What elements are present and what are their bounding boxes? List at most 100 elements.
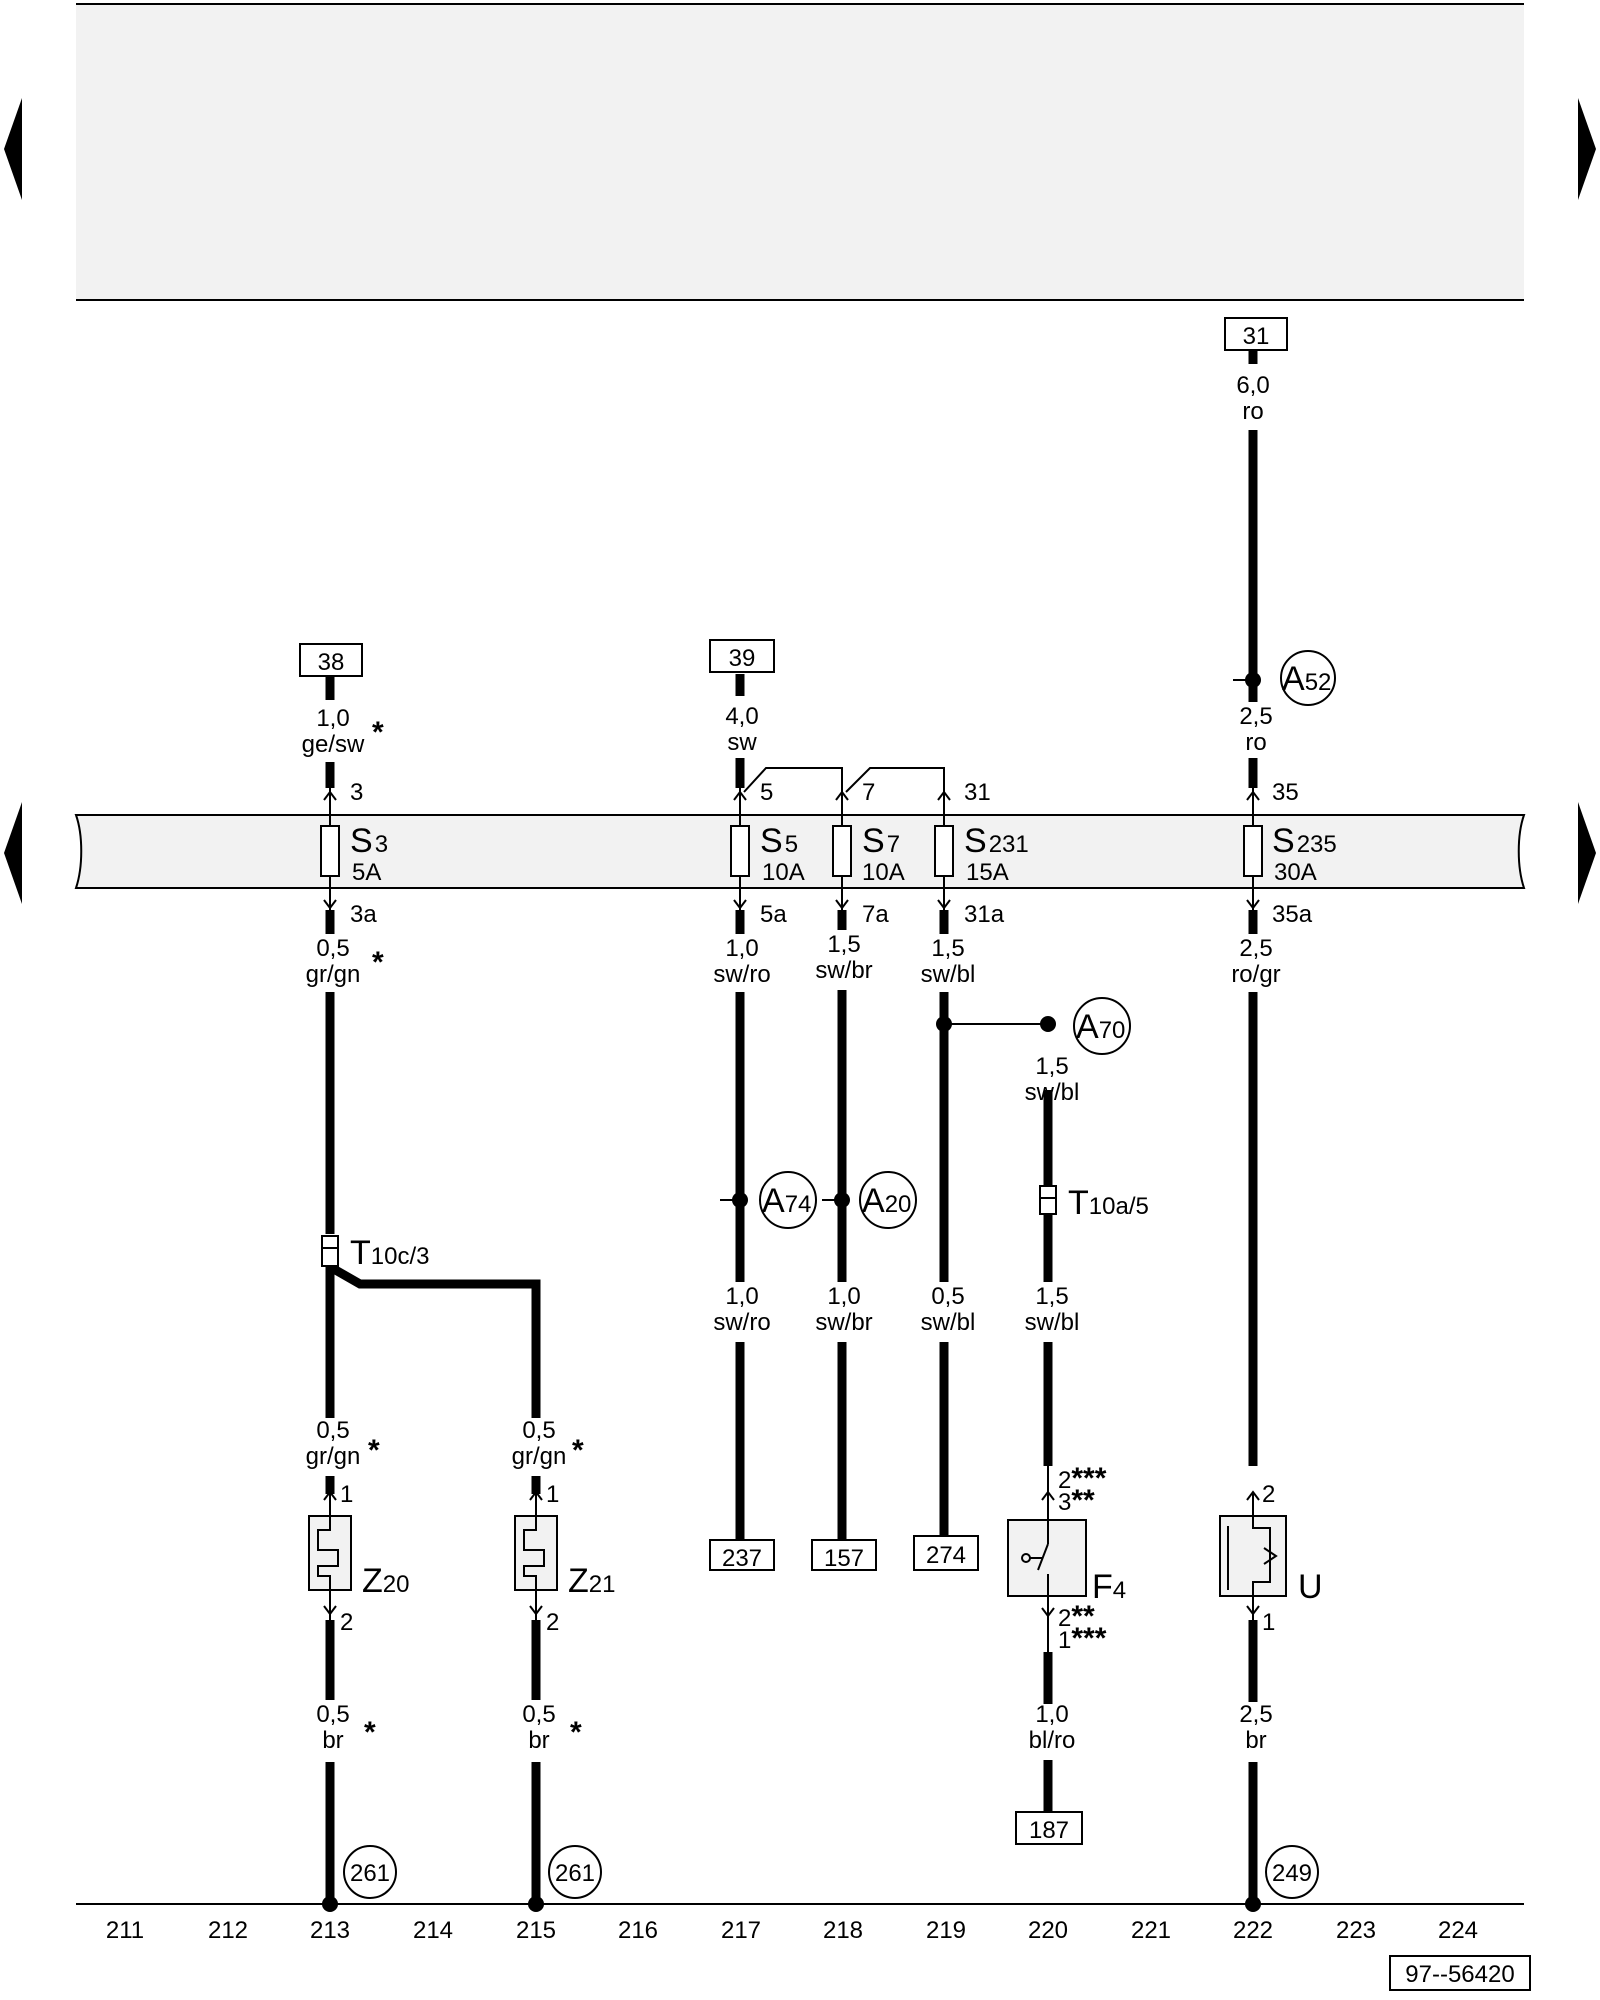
ref-box-157[interactable] <box>811 1539 877 1571</box>
ground-215-label[interactable]: 261 <box>555 1860 595 1887</box>
svg-text:2,5: 2,5 <box>1239 1701 1272 1728</box>
svg-text:sw/br: sw/br <box>815 1309 872 1336</box>
svg-text:*: * <box>570 1716 582 1749</box>
component-u-icon <box>1219 1515 1287 1597</box>
svg-text:ro/gr: ro/gr <box>1231 961 1280 988</box>
fuse-s5-body <box>730 825 750 877</box>
svg-text:1***: 1*** <box>1058 1622 1107 1655</box>
ground-215-circle[interactable] <box>548 1845 602 1899</box>
svg-text:0,5: 0,5 <box>522 1417 555 1444</box>
svg-text:*: * <box>368 1434 380 1467</box>
svg-text:2: 2 <box>546 1609 559 1636</box>
svg-text:br: br <box>1245 1727 1266 1754</box>
prev-page-top-arrow-icon[interactable] <box>4 98 22 200</box>
next-page-middle-arrow-icon[interactable] <box>1578 802 1596 904</box>
splice-a52-label: A52 <box>1282 660 1331 698</box>
ref-box-31[interactable] <box>1224 317 1288 351</box>
fuse-s5-label: S5 <box>760 822 798 860</box>
pin-arrow-marks <box>323 790 1260 1618</box>
svg-text:sw/bl: sw/bl <box>921 1309 976 1336</box>
drawing-number: 97--56420 <box>1405 1961 1514 1988</box>
ground-222-label[interactable]: 249 <box>1272 1860 1312 1887</box>
drawing-number-box <box>1389 1955 1531 1991</box>
wire-labels: 6,0ro 1,0ge/sw 4,0sw 2,5ro 0,5gr/gn 1,0s… <box>302 372 1281 1754</box>
svg-text:gr/gn: gr/gn <box>512 1443 567 1470</box>
svg-text:*: * <box>364 1716 376 1749</box>
fuse-s235-rating: 30A <box>1274 859 1317 886</box>
ground-222-circle[interactable] <box>1265 1845 1319 1899</box>
component-z20-label: Z20 <box>362 1562 409 1600</box>
svg-text:*: * <box>372 716 384 749</box>
prev-page-middle-arrow-icon[interactable] <box>4 802 22 904</box>
connector-t10a-label: T10a/5 <box>1068 1184 1149 1222</box>
svg-text:1,0: 1,0 <box>725 935 758 962</box>
ref-39[interactable]: 39 <box>729 645 756 672</box>
component-z21-label: Z21 <box>568 1562 615 1600</box>
pin-7: 7 <box>862 779 875 806</box>
ground-213-circle[interactable] <box>343 1845 397 1899</box>
switch-f4-icon <box>1007 1519 1087 1597</box>
splice-a20-circle <box>859 1171 917 1229</box>
svg-text:1: 1 <box>340 1481 353 1508</box>
ground-213-label[interactable]: 261 <box>350 1860 390 1887</box>
svg-text:3**: 3** <box>1058 1484 1095 1517</box>
ref-274[interactable]: 274 <box>926 1542 966 1569</box>
svg-text:1,5: 1,5 <box>827 931 860 958</box>
svg-text:211: 211 <box>106 1917 144 1944</box>
svg-text:2: 2 <box>340 1609 353 1636</box>
splice-a70-circle <box>1073 997 1131 1055</box>
pin-7a: 7a <box>862 901 889 928</box>
svg-text:gr/gn: gr/gn <box>306 961 361 988</box>
svg-text:223: 223 <box>1336 1917 1376 1944</box>
fuse-s3-label: S3 <box>350 822 388 860</box>
svg-text:sw/bl: sw/bl <box>1025 1079 1080 1106</box>
svg-text:sw/ro: sw/ro <box>713 1309 770 1336</box>
svg-text:0,5: 0,5 <box>316 1417 349 1444</box>
svg-text:1: 1 <box>546 1481 559 1508</box>
svg-text:1: 1 <box>1262 1609 1275 1636</box>
svg-text:1,0: 1,0 <box>725 1283 758 1310</box>
svg-text:gr/gn: gr/gn <box>306 1443 361 1470</box>
ref-box-39[interactable] <box>709 639 775 673</box>
ref-box-274[interactable] <box>913 1535 979 1571</box>
svg-text:215: 215 <box>516 1917 556 1944</box>
heater-z20-icon <box>308 1515 352 1591</box>
ref-157[interactable]: 157 <box>824 1545 864 1572</box>
svg-text:bl/ro: bl/ro <box>1029 1727 1076 1754</box>
connector-t10c-label: T10c/3 <box>350 1234 430 1272</box>
ref-31[interactable]: 31 <box>1243 323 1270 350</box>
fuse-s231-label: S231 <box>964 822 1029 860</box>
ref-237[interactable]: 237 <box>722 1545 762 1572</box>
fuse-s7-rating: 10A <box>862 859 905 886</box>
svg-text:ro: ro <box>1242 398 1263 425</box>
svg-text:0,5: 0,5 <box>522 1701 555 1728</box>
pin-31a: 31a <box>964 901 1005 928</box>
component-f4-label: F4 <box>1092 1568 1126 1606</box>
svg-text:2***: 2*** <box>1058 1462 1107 1495</box>
fuse-s5-rating: 10A <box>762 859 805 886</box>
fuse-s231-body <box>934 825 954 877</box>
svg-text:1,0: 1,0 <box>316 705 349 732</box>
pin-35: 35 <box>1272 779 1299 806</box>
svg-text:sw/ro: sw/ro <box>713 961 770 988</box>
ref-38[interactable]: 38 <box>318 649 345 676</box>
svg-text:1,5: 1,5 <box>931 935 964 962</box>
next-page-top-arrow-icon[interactable] <box>1578 98 1596 200</box>
svg-text:2**: 2** <box>1058 1600 1095 1633</box>
ref-box-38[interactable] <box>299 643 363 677</box>
ref-box-187[interactable] <box>1015 1811 1083 1845</box>
wire-z21-branch <box>329 1264 541 1418</box>
ref-187[interactable]: 187 <box>1029 1817 1069 1844</box>
svg-text:0,5: 0,5 <box>316 1701 349 1728</box>
splice-a20-label: A20 <box>862 1182 911 1220</box>
svg-text:br: br <box>528 1727 549 1754</box>
svg-text:0,5: 0,5 <box>316 935 349 962</box>
svg-text:212: 212 <box>208 1917 248 1944</box>
svg-text:217: 217 <box>721 1917 761 1944</box>
fuse-s3-body <box>320 825 340 877</box>
svg-text:214: 214 <box>413 1917 453 1944</box>
component-pins: 1 2 1 2 2 1 2*** 3** 2** 1*** <box>340 1462 1275 1655</box>
ref-box-237[interactable] <box>709 1539 775 1571</box>
svg-text:222: 222 <box>1233 1917 1273 1944</box>
svg-text:1,5: 1,5 <box>1035 1283 1068 1310</box>
